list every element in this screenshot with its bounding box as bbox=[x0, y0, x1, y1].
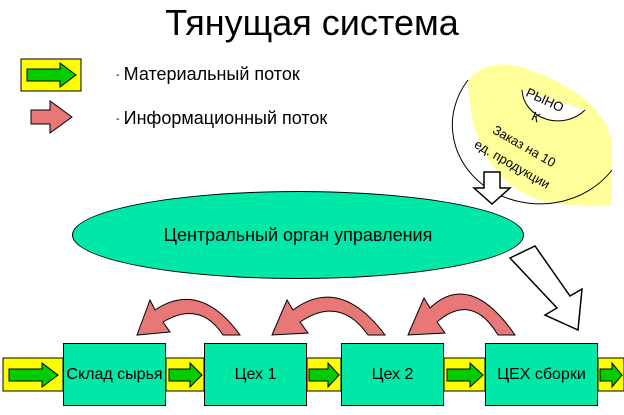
diagram-title: Тянущая система bbox=[165, 2, 459, 43]
material-arrow-input-icon bbox=[2, 357, 64, 392]
control-to-assembly-arrow-icon bbox=[508, 245, 583, 332]
stage-sklad-node: Склад сырья bbox=[63, 343, 166, 406]
legend-material-arrow-icon bbox=[20, 58, 82, 92]
stage-ceh2-node: Цех 2 bbox=[341, 343, 444, 406]
legend-info-arrow-icon bbox=[30, 100, 73, 134]
material-arrow-sklad-ceh1-icon bbox=[165, 357, 205, 392]
stage-sborka-node: ЦЕХ сборки bbox=[485, 343, 598, 406]
info-arrow-sklad-icon bbox=[136, 298, 241, 336]
legend-material-flow: -Материальный поток bbox=[116, 64, 300, 85]
market-shape: РЫНО К Заказ на 10 ед. продукции bbox=[451, 64, 613, 206]
material-arrow-ceh1-ceh2-icon bbox=[306, 357, 342, 392]
legend-material-label: Материальный поток bbox=[123, 64, 300, 84]
order-arrow-icon bbox=[472, 171, 512, 206]
info-arrow-ceh1-icon bbox=[271, 296, 387, 336]
material-arrow-ceh2-sborka-icon bbox=[443, 357, 486, 392]
legend-info-flow: -Информационный поток bbox=[116, 108, 327, 129]
info-arrow-ceh2-icon bbox=[407, 293, 516, 336]
stage-ceh1-node: Цех 1 bbox=[204, 343, 307, 406]
control-center-node: Центральный орган управления bbox=[72, 191, 524, 279]
legend-bullet: - bbox=[116, 69, 120, 82]
legend-bullet: - bbox=[116, 113, 120, 126]
material-arrow-output-icon bbox=[597, 357, 624, 392]
legend-info-label: Информационный поток bbox=[123, 108, 328, 128]
